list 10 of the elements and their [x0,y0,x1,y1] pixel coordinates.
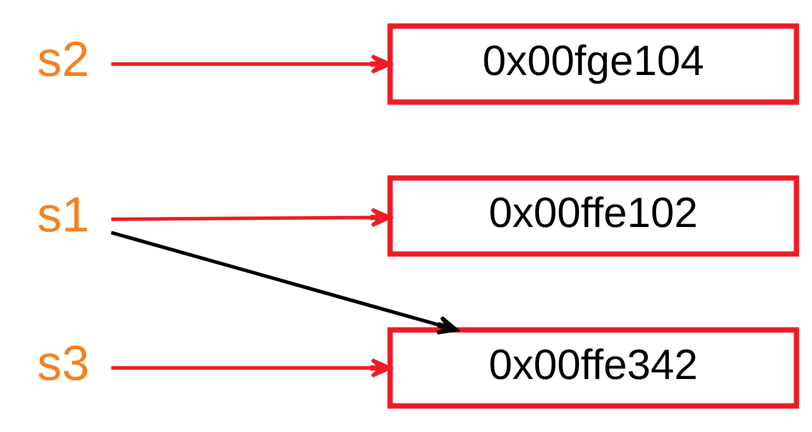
node-box: 0x00fge104 [387,23,800,105]
node-text: s3 [37,336,90,392]
node-text: s2 [37,32,90,88]
arrow [111,54,392,74]
arrow [111,208,392,228]
arrow [111,358,392,378]
node-box: 0x00ffe102 [387,175,800,257]
arrow [110,230,458,334]
node-box: 0x00ffe342 [387,327,800,409]
node-text: s1 [37,188,90,243]
